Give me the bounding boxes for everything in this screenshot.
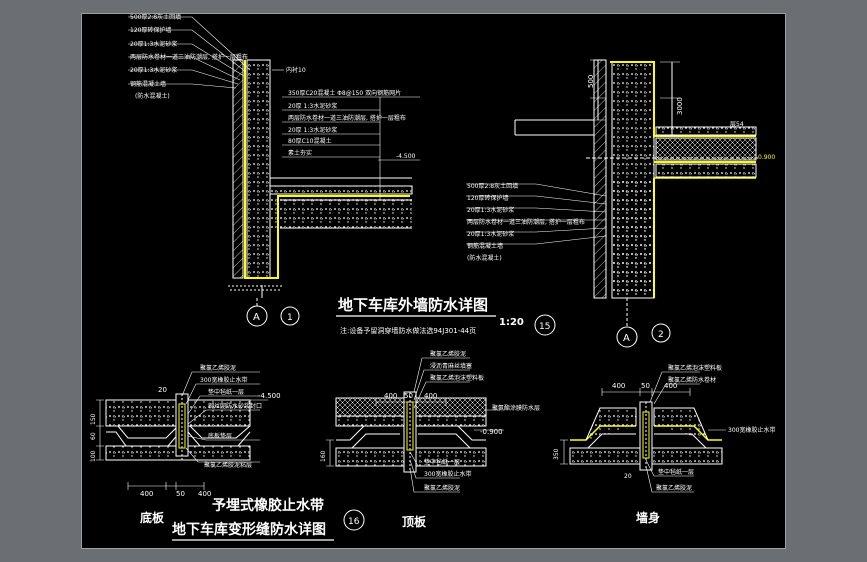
main-note: 注:设备予留洞穿墙防水做法选94J301-44页: [340, 326, 476, 335]
layer-label: 120厚砖保护墙: [467, 194, 508, 202]
dimension-label: 500: [587, 75, 595, 88]
joint-label: 聚氨酯涂膜防水层: [492, 404, 540, 412]
layer-label: 120厚砖保护墙: [130, 26, 171, 34]
joint-label: 聚氯乙烯泡沫塑料板: [430, 374, 484, 382]
joint-label: 聚氯乙烯胶泥: [200, 364, 236, 372]
layer-label: 20厚1:3水泥砂浆: [467, 206, 514, 214]
dimension-label: 20: [624, 473, 632, 480]
detail-floor-joint-text: 聚氯乙烯胶泥 300宽橡胶止水带 垫中毡纸一层 钢丝网防水砂浆封口 底板垫层 聚…: [90, 364, 281, 525]
title-joint: 地下车库变形缝防水详图: [172, 521, 326, 538]
dimension-label: 20: [158, 386, 167, 394]
main-scale: 1:20: [499, 317, 524, 328]
floor-layer-label: 两层防水卷材一道三油防潮层, 搭护一层粗布: [288, 114, 406, 122]
joint-label: 300宽橡胶止水带: [200, 376, 247, 384]
joint-label: 聚氯乙烯胶泥: [430, 350, 466, 358]
dimension-label: 150: [90, 413, 97, 425]
floor-layer-label: 80厚C10混凝土: [288, 137, 331, 145]
joint-label: 聚氯乙烯胶泥: [656, 484, 692, 492]
floor-layer-label: 素土夯实: [288, 149, 312, 157]
detail-number: 2: [658, 330, 664, 340]
joint-label: 底板垫层: [208, 432, 232, 440]
joint-label: 垫中毡纸一层: [424, 458, 460, 466]
joint-label: 垫中毡纸一层: [208, 388, 244, 396]
joint-label: 聚氯乙烯胶泥粘层: [204, 461, 252, 469]
elevation-label: -4.500: [396, 153, 416, 160]
joint-label: 垫中毡纸一层: [658, 468, 694, 476]
dimension-label: 50: [641, 382, 650, 390]
detail-wall-1-text: 500厚2:8灰土回填 120厚砖保护墙 20厚1:3水泥砂浆 两层防水卷材一道…: [130, 13, 416, 323]
elevation-label: 0.900: [758, 154, 775, 161]
layer-label: 20厚1:3水泥砂浆: [130, 66, 177, 74]
joint-label: 300宽橡胶止水带: [728, 426, 775, 434]
dimension-label: 50: [176, 490, 185, 498]
dimension-label: 400: [424, 392, 437, 400]
elevation-label: -4.500: [258, 392, 281, 400]
joint-label: 聚氯乙烯胶泥: [424, 484, 460, 492]
main-number: 15: [539, 322, 550, 332]
dimension-label: 100: [90, 450, 97, 462]
inner-note: 内衬10: [286, 66, 306, 74]
detail-wall-joint-text: 聚氯乙烯泡沫塑料板 聚氯乙烯防水卷材 300宽橡胶止水带 垫中毡纸一层 聚氯乙烯…: [553, 364, 775, 525]
dimension-label: 400: [198, 490, 211, 498]
title-waterstop: 予埋式橡胶止水带: [212, 497, 324, 514]
layer-label: 20厚1:3水泥砂浆: [130, 40, 177, 48]
detail-wall-2: [466, 59, 760, 348]
detail-floor-joint: [96, 371, 268, 490]
layer-label: 500厚2:8灰土回填: [130, 13, 181, 21]
caption: 顶板: [402, 514, 427, 529]
floor-layer-label: 350厚C20混凝土 Φ8@150 双向钢筋网片: [288, 89, 401, 97]
layer-label: (防水混凝土): [467, 254, 502, 262]
detail-wall-1: [128, 16, 420, 327]
detail-roof-joint-text: 聚氯乙烯胶泥 浸沥青麻丝填塞 聚氯乙烯泡沫塑料板 聚氨酯涂膜防水层 垫中毡纸一层…: [320, 350, 540, 529]
layer-label: (防水混凝土): [135, 92, 170, 100]
detail-roof-joint: [326, 357, 504, 493]
elevation-label: -0.900: [480, 428, 503, 436]
caption: 底板: [140, 510, 165, 525]
layer-label: 钢筋混凝土墙: [467, 242, 503, 250]
layer-label: 两层防水卷材一道三油防潮层, 搭护一层粗布: [130, 53, 248, 61]
dimension-label: 400: [384, 392, 397, 400]
dimension-label: 400: [664, 382, 677, 390]
slab-label: 层54: [730, 121, 744, 128]
floor-layer-label: 20厚 1:3水泥砂浆: [288, 102, 337, 110]
dimension-label: 3000: [676, 97, 684, 115]
layer-label: 20厚1:3水泥砂浆: [467, 230, 514, 238]
axis-label: A: [253, 312, 260, 323]
dimension-label: 60: [90, 432, 97, 440]
layer-label: 钢筋混凝土墙: [130, 80, 166, 88]
layer-label: 500厚2:8灰土回填: [467, 182, 518, 190]
joint-label: 浸沥青麻丝填塞: [430, 362, 472, 370]
joint-label: 钢丝网防水砂浆封口: [208, 402, 262, 410]
caption: 墙身: [636, 510, 660, 525]
axis-label: A: [623, 333, 630, 344]
floor-layer-label: 20厚 1:3水泥砂浆: [288, 126, 337, 134]
layer-label: 两层防水卷材一道三油防潮层, 搭护一层粗布: [467, 218, 585, 226]
dimension-label: 400: [140, 490, 153, 498]
detail-wall-joint: [560, 371, 726, 493]
dimension-label: 160: [320, 450, 327, 462]
joint-label: 300宽橡胶止水带: [424, 470, 471, 478]
dimension-label: 50: [404, 392, 413, 400]
bottom-title-block: 予埋式橡胶止水带 地下车库变形缝防水详图 16: [172, 497, 365, 541]
dimension-label: 400: [612, 382, 625, 390]
joint-label: 聚氯乙烯防水卷材: [668, 376, 716, 384]
detail-wall-2-text: 500 3000 层54 0.900 500厚2:8灰土回填 120厚砖保护墙 …: [467, 75, 775, 344]
dimension-label: 350: [553, 448, 560, 460]
detail-number: 1: [287, 313, 293, 323]
main-title: 地下车库外墙防水详图: [338, 296, 488, 314]
bottom-number: 16: [348, 517, 360, 527]
main-title-block: 地下车库外墙防水详图 1:20 注:设备予留洞穿墙防水做法选94J301-44页…: [336, 296, 556, 336]
joint-label: 聚氯乙烯泡沫塑料板: [668, 364, 722, 372]
